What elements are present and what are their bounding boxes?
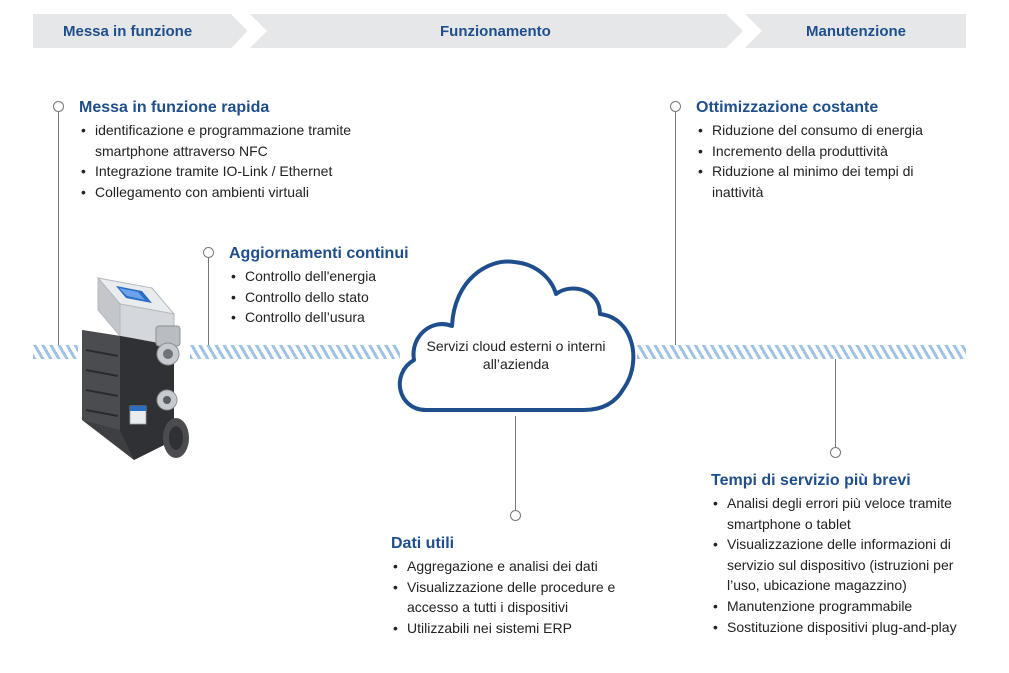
circle-marker-icon: [830, 447, 841, 458]
bullet-list: Riduzione del consumo di energia Increme…: [696, 120, 966, 202]
timeline-band-left: [33, 345, 78, 359]
list-item: Incremento della produttività: [696, 141, 966, 162]
list-item: Utilizzabili nei sistemi ERP: [391, 618, 656, 639]
timeline-band-right: [637, 345, 966, 359]
block-title: Tempi di servizio più brevi: [711, 472, 911, 489]
block-optimization: Ottimizzazione costante Riduzione del co…: [696, 99, 966, 202]
timeline-band-middle: [190, 345, 400, 359]
bullet-list: Analisi degli errori più veloce tramite …: [711, 493, 979, 637]
list-item: Visualizzazione delle informazioni di se…: [711, 534, 979, 596]
block-title: Messa in funzione rapida: [79, 99, 270, 116]
list-item: identificazione e programmazione tramite…: [79, 120, 399, 161]
connector-updates: [208, 258, 209, 345]
cloud-label: Servizi cloud esterni o interni all’azie…: [426, 338, 606, 372]
circle-marker-icon: [670, 101, 681, 112]
list-item: Collegamento con ambienti virtuali: [79, 182, 399, 203]
vacuum-generator-device-icon: [72, 270, 212, 480]
connector-data: [515, 416, 516, 510]
circle-marker-icon: [53, 101, 64, 112]
block-service: Tempi di servizio più brevi Analisi degl…: [711, 472, 979, 637]
list-item: Integrazione tramite IO-Link / Ethernet: [79, 161, 399, 182]
list-item: Controllo dello stato: [229, 287, 469, 308]
list-item: Aggregazione e analisi dei dati: [391, 556, 656, 577]
list-item: Controllo dell’usura: [229, 307, 469, 328]
phase-maintenance: Manutenzione: [806, 23, 906, 40]
list-item: Riduzione del consumo di energia: [696, 120, 966, 141]
block-title: Dati utili: [391, 535, 455, 552]
block-title: Aggiornamenti continui: [229, 245, 409, 262]
phase-bar-shapes: [33, 14, 966, 48]
phase-bar: [33, 14, 966, 48]
bullet-list: Controllo dell'energia Controllo dello s…: [229, 266, 469, 328]
block-commissioning: Messa in funzione rapida identificazione…: [79, 99, 399, 202]
block-updates: Aggiornamenti continui Controllo dell'en…: [229, 245, 469, 328]
list-item: Controllo dell'energia: [229, 266, 469, 287]
phase-operation: Funzionamento: [440, 23, 551, 40]
block-data: Dati utili Aggregazione e analisi dei da…: [391, 535, 656, 638]
block-title: Ottimizzazione costante: [696, 99, 879, 116]
circle-marker-icon: [510, 510, 521, 521]
bullet-list: identificazione e programmazione tramite…: [79, 120, 399, 202]
list-item: Analisi degli errori più veloce tramite …: [711, 493, 979, 534]
list-item: Visualizzazione delle procedure e access…: [391, 577, 656, 618]
list-item: Riduzione al minimo dei tempi di inattiv…: [696, 161, 966, 202]
circle-marker-icon: [203, 247, 214, 258]
phase-commissioning: Messa in funzione: [63, 23, 193, 40]
connector-commissioning: [58, 112, 59, 345]
list-item: Manutenzione programmabile: [711, 596, 979, 617]
connector-service: [835, 359, 836, 447]
connector-optimization: [675, 112, 676, 345]
list-item: Sostituzione dispositivi plug-and-play: [711, 617, 979, 638]
bullet-list: Aggregazione e analisi dei dati Visualiz…: [391, 556, 656, 638]
